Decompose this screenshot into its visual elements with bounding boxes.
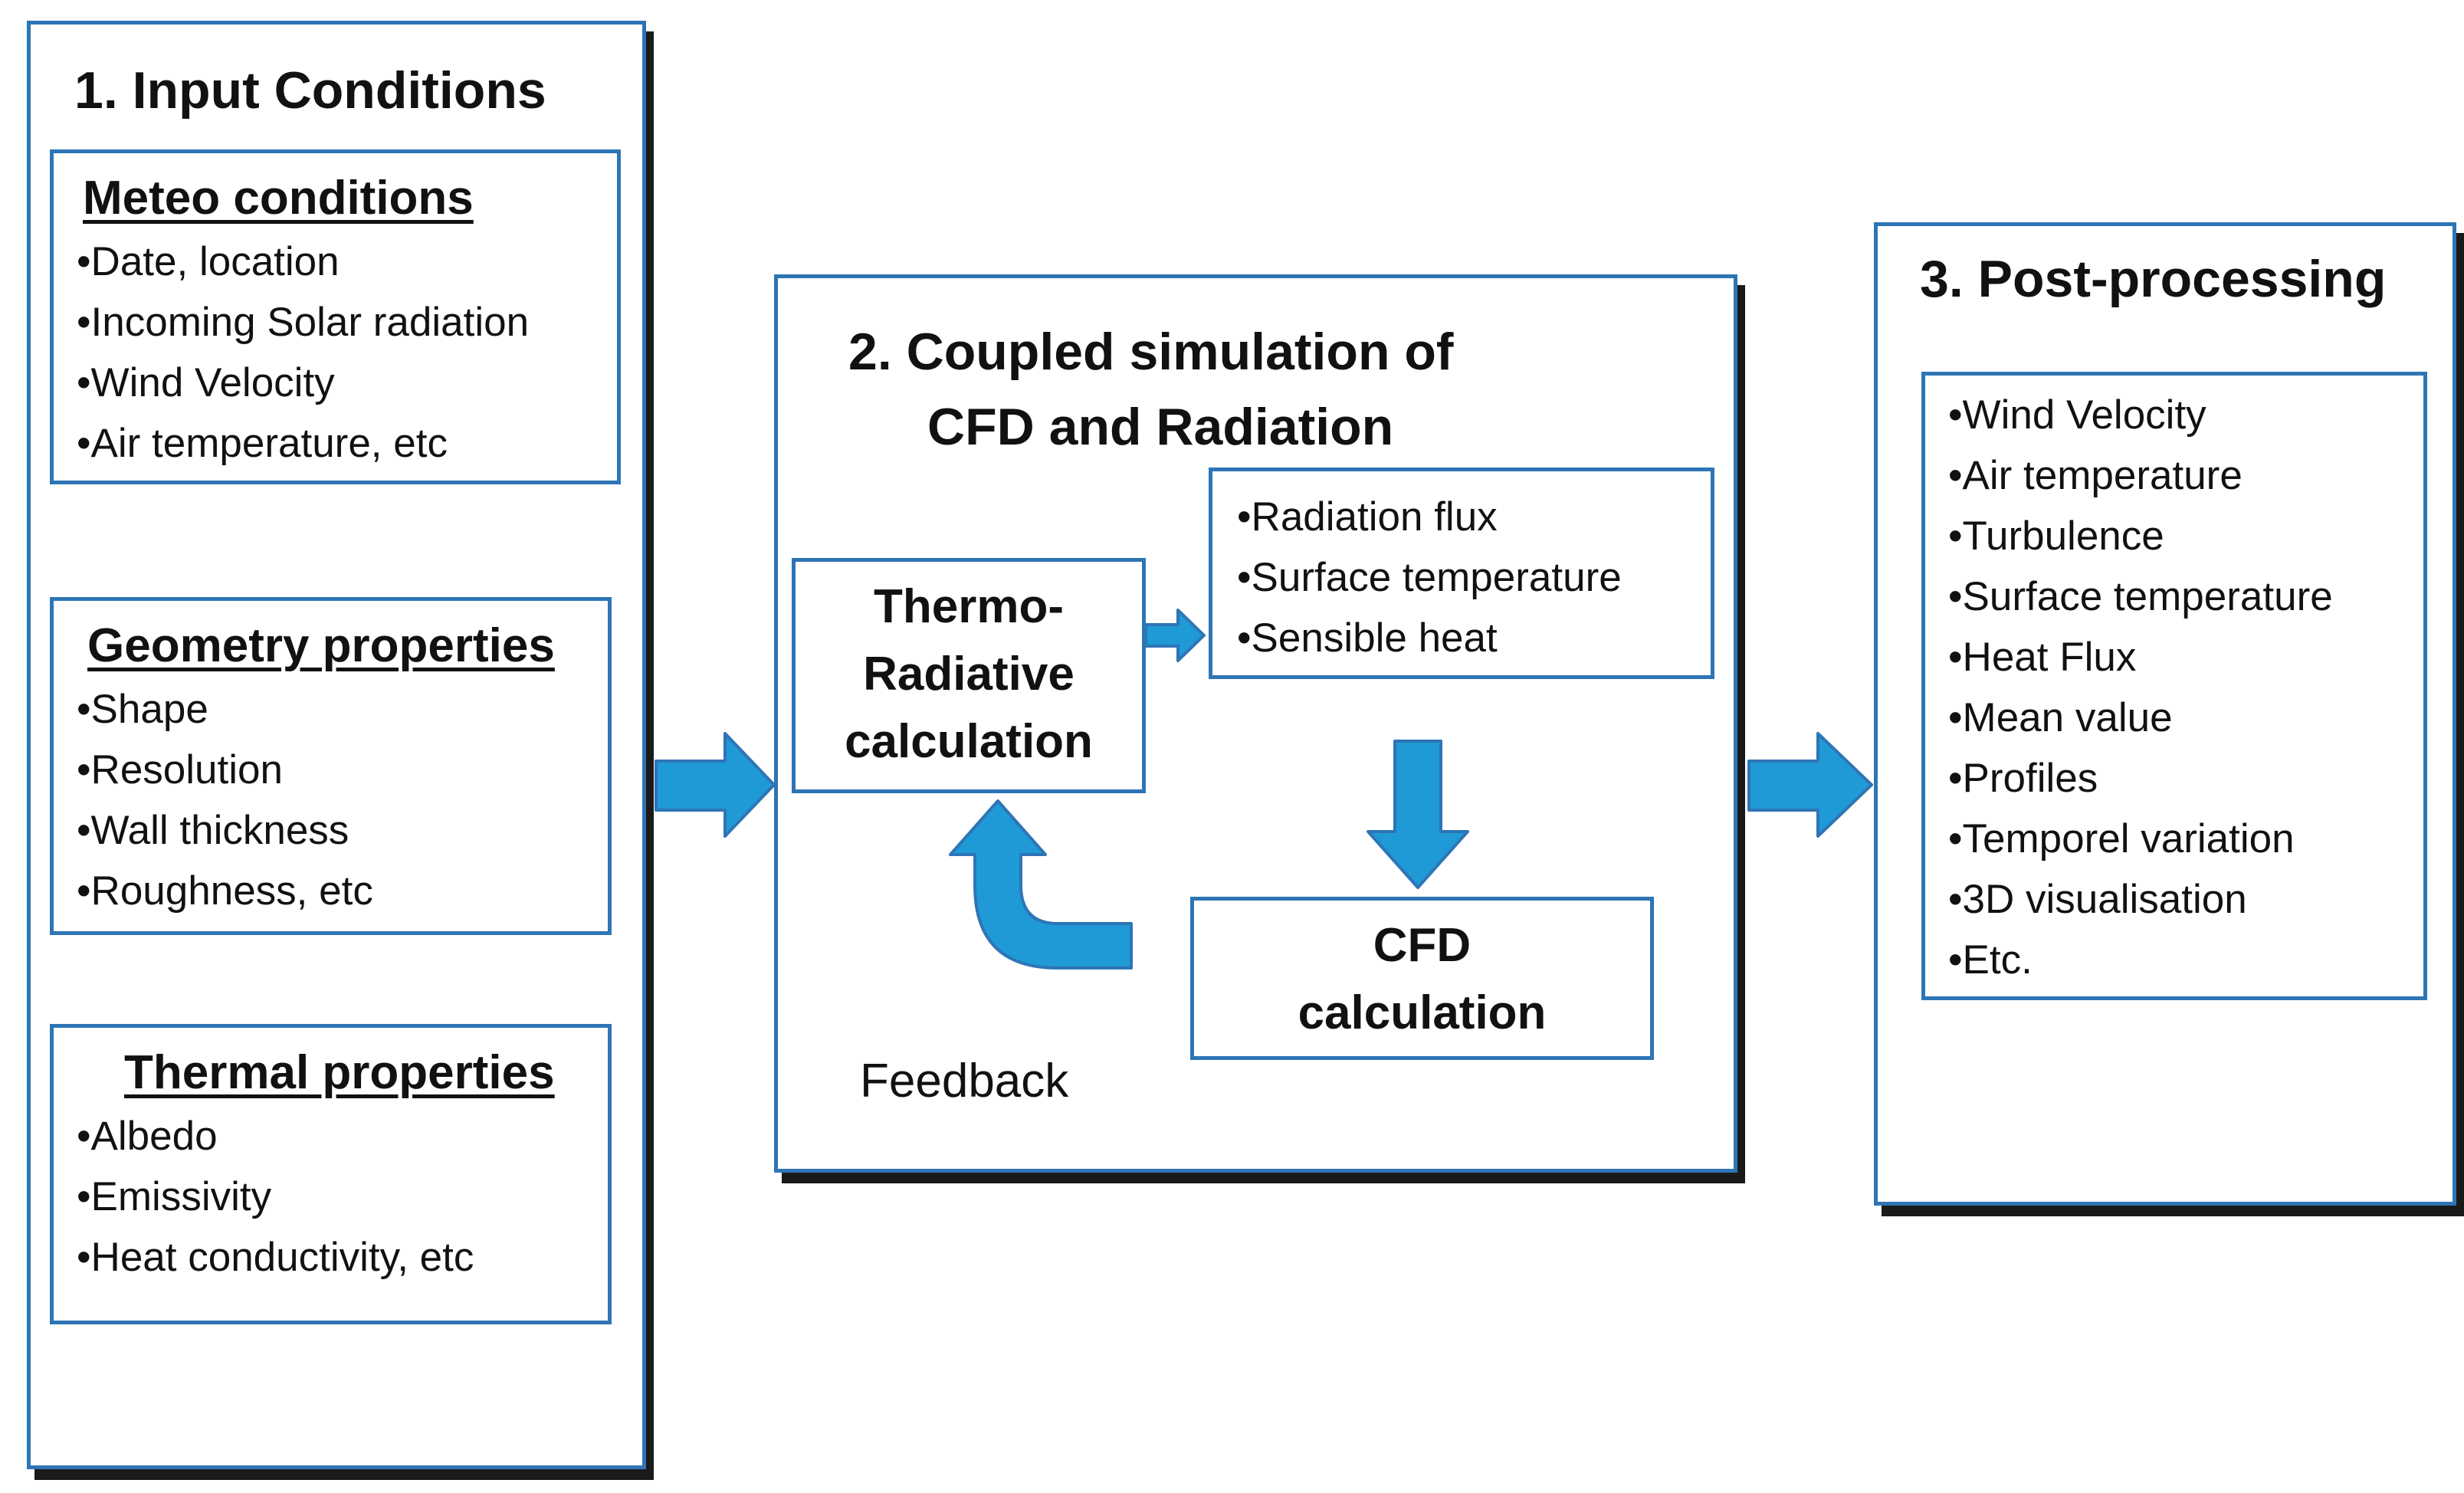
list-item: •3D visualisation: [1948, 877, 2247, 922]
list-item: •Roughness, etc: [77, 868, 373, 914]
geometry-properties-heading: Geometry properties: [87, 619, 555, 672]
list-item: •Surface temperature: [1237, 555, 1622, 600]
thermal-properties-list: •Albedo •Emissivity •Heat conductivity, …: [77, 1106, 608, 1288]
list-item: •Resolution: [77, 747, 283, 793]
list-item: •Profiles: [1948, 756, 2098, 801]
meteo-conditions-list: •Date, location •Incoming Solar radiatio…: [77, 231, 617, 474]
coupled-simulation-title-line1: 2. Coupled simulation of: [848, 323, 1454, 381]
cfd-calculation-line2: calculation: [1298, 986, 1547, 1039]
cfd-calculation-line1: CFD: [1373, 919, 1472, 972]
arrow-coupled-to-postprocessing: [1747, 732, 1873, 838]
list-item: •Incoming Solar radiation: [77, 300, 530, 346]
list-item: •Heat Flux: [1948, 635, 2137, 680]
post-processing-title: 3. Post-processing: [1920, 250, 2387, 308]
list-item: •Air temperature: [1948, 453, 2243, 498]
radiation-outputs-box: •Radiation flux •Surface temperature •Se…: [1209, 468, 1714, 679]
list-item: •Heat conductivity, etc: [77, 1235, 474, 1281]
list-item: •Emissivity: [77, 1174, 272, 1220]
post-processing-panel: 3. Post-processing •Wind Velocity •Air t…: [1874, 222, 2456, 1206]
list-item: •Temporel variation: [1948, 816, 2295, 861]
list-item: •Mean value: [1948, 695, 2173, 740]
list-item: •Albedo: [77, 1114, 218, 1160]
list-item: •Turbulence: [1948, 514, 2164, 559]
feedback-label: Feedback: [860, 1055, 1069, 1107]
list-item: •Surface temperature: [1948, 574, 2333, 619]
thermal-properties-box: Thermal properties •Albedo •Emissivity •…: [50, 1024, 612, 1324]
list-item: •Wind Velocity: [77, 360, 335, 406]
meteo-conditions-box: Meteo conditions •Date, location •Incomi…: [50, 149, 621, 484]
radiation-outputs-list: •Radiation flux •Surface temperature •Se…: [1237, 487, 1711, 668]
input-conditions-panel: 1. Input Conditions Meteo conditions •Da…: [27, 21, 646, 1469]
input-conditions-title: 1. Input Conditions: [74, 61, 546, 120]
list-item: •Wind Velocity: [1948, 392, 2206, 438]
list-item: •Radiation flux: [1237, 494, 1498, 540]
post-processing-box: •Wind Velocity •Air temperature •Turbule…: [1921, 372, 2427, 1000]
thermo-radiative-line2: Radiative: [863, 648, 1075, 701]
meteo-conditions-heading: Meteo conditions: [83, 172, 474, 225]
thermo-radiative-line3: calculation: [845, 715, 1093, 768]
thermo-radiative-box: Thermo- Radiative calculation: [792, 558, 1146, 793]
list-item: •Shape: [77, 687, 208, 733]
coupled-simulation-panel: 2. Coupled simulation of CFD and Radiati…: [774, 274, 1737, 1173]
arrow-input-to-coupled: [655, 732, 776, 838]
thermo-radiative-line1: Thermo-: [874, 580, 1064, 633]
list-item: •Etc.: [1948, 937, 2033, 983]
list-item: •Wall thickness: [77, 808, 349, 854]
cfd-calculation-box: CFD calculation: [1190, 897, 1654, 1060]
geometry-properties-list: •Shape •Resolution •Wall thickness •Roug…: [77, 679, 608, 921]
list-item: •Date, location: [77, 239, 340, 285]
list-item: •Sensible heat: [1237, 615, 1498, 661]
coupled-simulation-title-line2: CFD and Radiation: [927, 398, 1394, 456]
thermal-properties-heading: Thermal properties: [124, 1046, 555, 1099]
list-item: •Air temperature, etc: [77, 421, 448, 467]
geometry-properties-box: Geometry properties •Shape •Resolution •…: [50, 597, 612, 935]
post-processing-list: •Wind Velocity •Air temperature •Turbule…: [1948, 385, 2423, 990]
